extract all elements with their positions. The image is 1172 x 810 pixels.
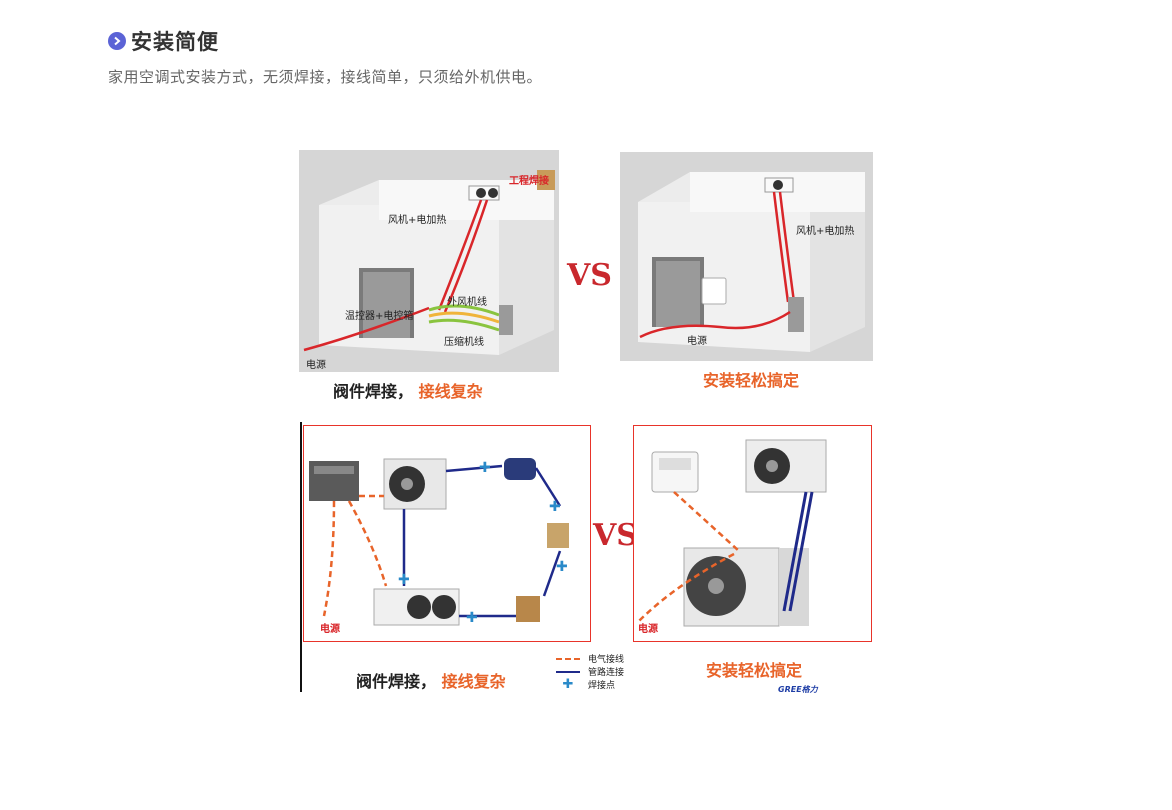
label-thermostat-box: 温控器+电控箱 [345,311,414,322]
legend-electric: 电气接线 [556,652,624,665]
monoblock-wiring-diagram [633,425,872,642]
label-engineering-weld: 工程焊接 [509,176,549,187]
svg-text:✚: ✚ [556,559,568,575]
traditional-wiring-diagram: ✚ ✚ ✚ ✚ ✚ [303,425,591,642]
svg-text:✚: ✚ [466,610,478,626]
legend-pipe-label: 管路连接 [588,668,625,678]
label-fan-heater-right: 风机+电加热 [796,226,855,237]
section-title: 安装简便 [131,30,219,54]
vs-label-top: VS [567,258,612,293]
legend-electric-swatch [556,657,580,660]
svg-text:✚: ✚ [549,499,561,515]
caption-top-left: 阀件焊接， 接线复杂 [333,378,483,402]
section-description: 家用空调式安装方式，无须焊接，接线简单，只须给外机供电。 [108,68,543,86]
traditional-install-illustration [299,150,559,372]
label-outdoor-fan-line: 外风机线 [447,297,487,308]
monoblock-install-illustration [620,152,873,361]
chevron-right-circle-icon [108,32,126,50]
label-power-bottom-right: 电源 [638,624,658,635]
legend-electric-label: 电气接线 [588,655,625,665]
section-header: 安装简便 [108,26,219,56]
brand-logo: GREE格力 [778,685,818,694]
legend-pipe-swatch [556,670,580,673]
label-compressor-line: 压缩机线 [444,337,484,348]
vs-label-bottom: VS [593,518,638,553]
caption-top-left-orange: 接线复杂 [418,382,483,401]
label-power-top-right: 电源 [687,336,707,347]
legend-pipe: 管路连接 [556,665,624,678]
legend-weld-label: 焊接点 [588,681,616,691]
wiring-legend: 电气接线 管路连接 ✚ 焊接点 [556,652,624,691]
caption-top-right: 安装轻松搞定 [703,371,800,390]
weld-point-icon: ✚ [562,676,574,692]
svg-text:✚: ✚ [479,460,491,476]
caption-bottom-right: 安装轻松搞定 [706,661,803,680]
legend-weld: ✚ 焊接点 [556,676,624,692]
caption-top-left-dark: 阀件焊接， [333,382,414,401]
svg-text:✚: ✚ [398,572,410,588]
caption-bottom-left-orange: 接线复杂 [441,672,506,691]
caption-bottom-left-dark: 阀件焊接， [356,672,437,691]
divider-line [300,422,302,692]
label-power-top-left: 电源 [306,360,326,371]
label-power-bottom-left: 电源 [320,624,340,635]
caption-bottom-left: 阀件焊接， 接线复杂 [356,668,506,692]
label-fan-heater: 风机+电加热 [388,215,447,226]
